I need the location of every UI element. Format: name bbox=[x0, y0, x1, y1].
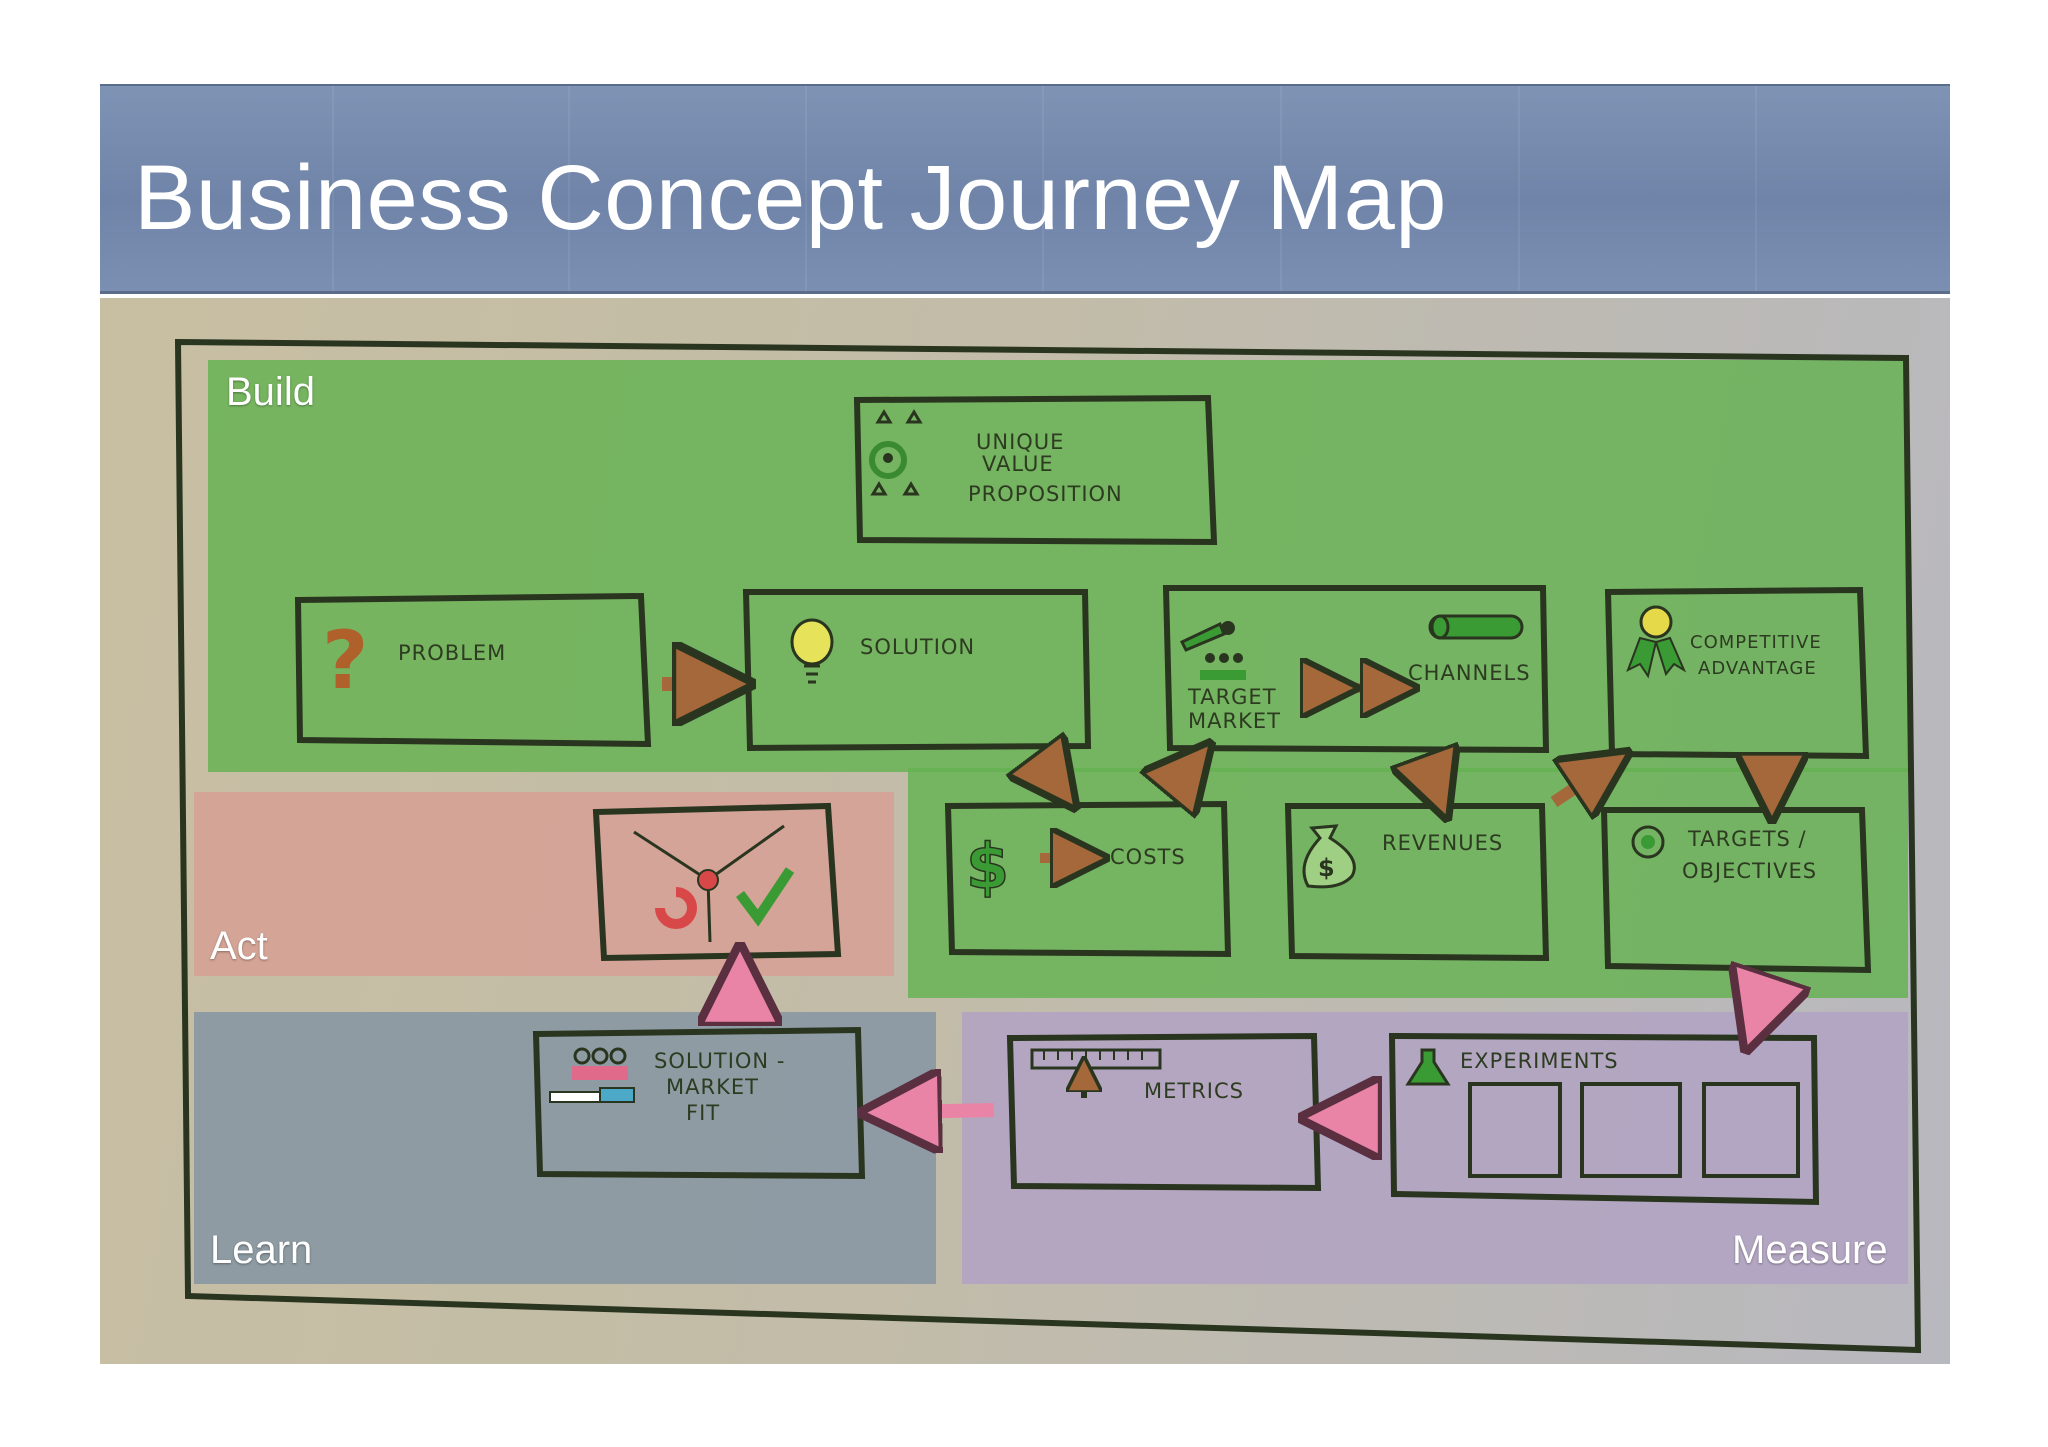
act-label: Act bbox=[210, 924, 268, 968]
redo-icon bbox=[655, 887, 697, 929]
revenues-to-advantage-arrow bbox=[1550, 770, 1602, 802]
competitive-advantage-line-2: ADVANTAGE bbox=[1698, 658, 1817, 679]
experiments-box: EXPERIMENTS bbox=[1388, 1032, 1820, 1206]
banner-texture bbox=[1280, 86, 1282, 291]
target-market-line-1: TARGET bbox=[1187, 685, 1277, 709]
experiment-slot bbox=[1580, 1082, 1682, 1178]
revenues-label: REVENUES bbox=[1382, 831, 1503, 855]
experiments-label: EXPERIMENTS bbox=[1460, 1049, 1619, 1073]
learn-label: Learn bbox=[210, 1228, 313, 1272]
learn-zone bbox=[194, 1012, 936, 1284]
lightbulb-icon bbox=[790, 618, 834, 684]
banner-texture bbox=[1755, 86, 1757, 291]
smf-line-3: FIT bbox=[686, 1101, 720, 1125]
targets-line-2: OBJECTIVES bbox=[1682, 859, 1817, 883]
solution-box: SOLUTION bbox=[742, 589, 1092, 752]
competitive-advantage-line-1: COMPETITIVE bbox=[1690, 632, 1822, 653]
megaphone-icon bbox=[1179, 621, 1235, 652]
uvp-line-3: PROPOSITION bbox=[968, 482, 1123, 506]
decision-fork-icon bbox=[633, 824, 785, 943]
award-ribbon-icon bbox=[1626, 605, 1687, 679]
target-market-channels-box: TARGET MARKET CHANNELS bbox=[1162, 585, 1550, 754]
costs-label: COSTS bbox=[1110, 845, 1186, 869]
people-target-icon bbox=[869, 409, 923, 496]
targets-to-experiments-arrow bbox=[1758, 990, 1766, 1014]
banner-texture bbox=[568, 86, 570, 291]
question-mark-icon: ? bbox=[322, 614, 368, 707]
problem-box: ? PROBLEM bbox=[294, 592, 652, 748]
targets-objectives-box: TARGETS / OBJECTIVES bbox=[1600, 807, 1872, 974]
svg-text:$: $ bbox=[1318, 854, 1335, 882]
dollar-icon: $ bbox=[966, 830, 1009, 903]
solution-market-fit-box: SOLUTION - MARKET FIT bbox=[532, 1026, 866, 1180]
title-banner: Business Concept Journey Map bbox=[100, 84, 1950, 294]
banner-texture bbox=[805, 86, 807, 291]
crowd-icon bbox=[1200, 653, 1246, 680]
problem-label: PROBLEM bbox=[398, 641, 506, 665]
target-market-line-2: MARKET bbox=[1188, 709, 1281, 733]
flask-icon bbox=[1405, 1048, 1451, 1086]
experiment-slot bbox=[1702, 1082, 1800, 1178]
measure-label: Measure bbox=[1732, 1228, 1888, 1272]
metrics-label: METRICS bbox=[1144, 1079, 1244, 1103]
people-puzzle-icon bbox=[549, 1047, 635, 1103]
solution-label: SOLUTION bbox=[860, 635, 975, 659]
uvp-line-2: VALUE bbox=[982, 452, 1054, 476]
experiment-slot bbox=[1468, 1082, 1562, 1178]
costs-box: $ COSTS bbox=[944, 800, 1232, 958]
banner-texture bbox=[1042, 86, 1044, 291]
smf-line-2: MARKET bbox=[666, 1075, 759, 1099]
channels-label: CHANNELS bbox=[1408, 661, 1531, 685]
smf-line-1: SOLUTION - bbox=[654, 1049, 785, 1073]
uvp-line-1: UNIQUE bbox=[976, 430, 1064, 454]
target-icon bbox=[1631, 825, 1665, 859]
banner-texture bbox=[332, 86, 334, 291]
metrics-to-fit-arrow bbox=[900, 1110, 995, 1112]
journey-map-photo: Build Act Learn Measure UNIQUE VALUE PRO… bbox=[100, 298, 1950, 1364]
build-zone bbox=[208, 360, 1908, 772]
revenues-box: $ REVENUES bbox=[1284, 803, 1550, 962]
costs-to-target-arrow bbox=[1170, 768, 1190, 792]
banner-texture bbox=[1518, 86, 1520, 291]
solution-to-costs-arrow bbox=[1038, 758, 1056, 782]
channels-to-revenues-arrow bbox=[1428, 766, 1436, 788]
money-bag-icon: $ bbox=[1302, 824, 1356, 889]
competitive-advantage-box: COMPETITIVE ADVANTAGE bbox=[1604, 586, 1870, 760]
pipe-icon bbox=[1428, 614, 1524, 640]
page-title: Business Concept Journey Map bbox=[134, 147, 1447, 249]
build-label: Build bbox=[226, 370, 315, 414]
ruler-icon bbox=[1030, 1048, 1162, 1070]
targets-line-1: TARGETS / bbox=[1687, 827, 1807, 851]
outer-frame bbox=[174, 338, 1922, 1354]
act-decision-box bbox=[592, 802, 842, 962]
checkmark-icon bbox=[736, 867, 795, 927]
unique-value-proposition-box: UNIQUE VALUE PROPOSITION bbox=[853, 394, 1218, 546]
sketch-layer: UNIQUE VALUE PROPOSITION ? PROBLEM SOLUT… bbox=[174, 338, 1922, 1354]
metrics-box: METRICS bbox=[1006, 1032, 1322, 1192]
